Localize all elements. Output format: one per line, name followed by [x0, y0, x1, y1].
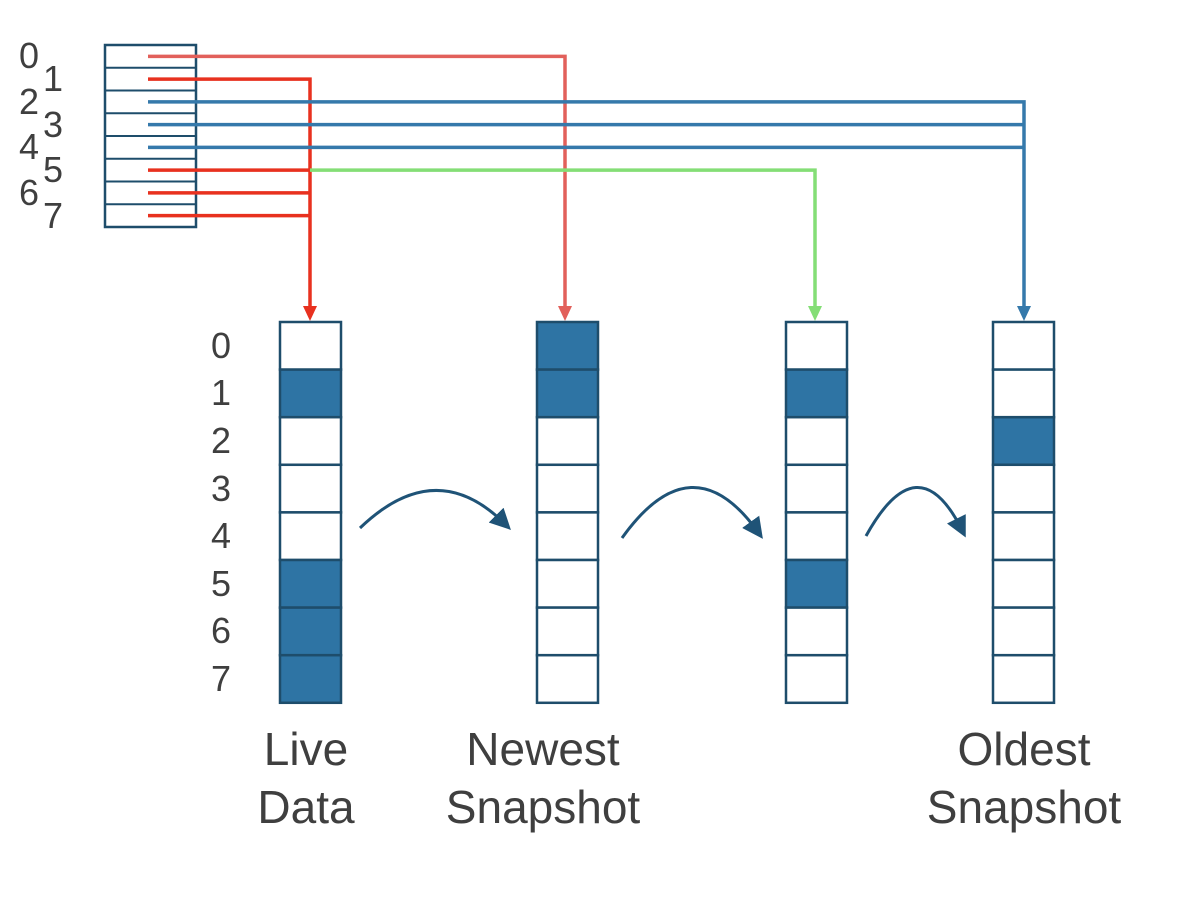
cell-middle-snapshot-row7: [784, 653, 849, 705]
cell-oldest-snapshot-row7: [991, 653, 1056, 705]
live-data-digit-5: 5: [210, 562, 232, 604]
cell-live-data-row1: [278, 368, 343, 419]
live-data-digit-4: 4: [210, 515, 232, 557]
live-data-label: Live Data: [257, 720, 354, 836]
cell-middle-snapshot-row1: [784, 368, 849, 419]
cell-oldest-snapshot-row4: [991, 511, 1056, 562]
oldest-snapshot-label: Oldest Snapshot: [927, 720, 1121, 836]
newest-snapshot-label: Newest Snapshot: [446, 720, 640, 836]
cell-newest-snapshot-row7: [535, 653, 600, 705]
live-data-digit-3: 3: [210, 467, 232, 509]
label-line: Data: [257, 781, 355, 833]
index-table-digit-1: 1: [42, 58, 64, 100]
flow-arrow-newest-snapshot-to-middle-snapshot: [620, 486, 763, 539]
cell-newest-snapshot-row2: [535, 415, 600, 467]
cell-live-data-row0: [278, 320, 343, 371]
cell-live-data-row3: [278, 463, 343, 514]
pointer-row1-red: [148, 77, 312, 307]
cell-live-data-row2: [278, 415, 343, 467]
cell-newest-snapshot-row3: [535, 463, 600, 514]
live-data-digit-0: 0: [210, 324, 232, 366]
index-table-digit-2: 2: [18, 80, 40, 122]
cell-live-data-row6: [278, 606, 343, 657]
label-line: Newest: [466, 723, 620, 775]
cell-newest-snapshot-row1: [535, 368, 600, 419]
cell-newest-snapshot-row5: [535, 558, 600, 609]
cell-middle-snapshot-row0: [784, 320, 849, 371]
index-table-digit-6: 6: [18, 171, 40, 213]
label-line: Snapshot: [926, 781, 1122, 833]
index-table-digit-3: 3: [42, 103, 64, 145]
live-data-digit-1: 1: [210, 372, 232, 414]
pointer-row0-salmon: [148, 54, 567, 307]
cell-live-data-row4: [278, 511, 343, 562]
live-data-digit-6: 6: [210, 610, 232, 652]
newest-snapshot-incoming-arrowhead: [558, 306, 572, 321]
cell-oldest-snapshot-row6: [991, 606, 1056, 657]
cell-live-data-row5: [278, 558, 343, 609]
cell-middle-snapshot-row6: [784, 606, 849, 657]
cell-oldest-snapshot-row5: [991, 558, 1056, 609]
index-table-digit-0: 0: [18, 35, 40, 77]
middle-snapshot-incoming-arrowhead: [808, 306, 822, 321]
flow-arrow-live-data-to-newest-snapshot: [358, 489, 511, 530]
cell-oldest-snapshot-row1: [991, 368, 1056, 419]
cell-middle-snapshot-row3: [784, 463, 849, 514]
label-line: Snapshot: [445, 781, 641, 833]
cell-oldest-snapshot-row0: [991, 320, 1056, 371]
flow-arrow-middle-snapshot-to-oldest-snapshot: [864, 486, 966, 538]
cell-middle-snapshot-row2: [784, 415, 849, 467]
pointer-row5-green: [310, 168, 817, 307]
oldest-snapshot-incoming-arrowhead: [1017, 306, 1031, 321]
cell-newest-snapshot-row0: [535, 320, 600, 371]
label-line: Oldest: [957, 723, 1091, 775]
label-line: Live: [263, 723, 349, 775]
cell-newest-snapshot-row4: [535, 511, 600, 562]
live-data-incoming-arrowhead: [303, 306, 317, 321]
cell-middle-snapshot-row4: [784, 511, 849, 562]
cell-live-data-row7: [278, 653, 343, 705]
cell-oldest-snapshot-row3: [991, 463, 1056, 514]
cell-middle-snapshot-row5: [784, 558, 849, 609]
cell-newest-snapshot-row6: [535, 606, 600, 657]
live-data-digit-2: 2: [210, 420, 232, 461]
live-data-digit-7: 7: [210, 658, 232, 699]
index-table-digit-7: 7: [42, 194, 64, 236]
index-table-digit-5: 5: [42, 149, 64, 191]
pointer-row2-blue: [148, 100, 1026, 307]
index-table-digit-4: 4: [18, 126, 40, 168]
cell-oldest-snapshot-row2: [991, 415, 1056, 467]
